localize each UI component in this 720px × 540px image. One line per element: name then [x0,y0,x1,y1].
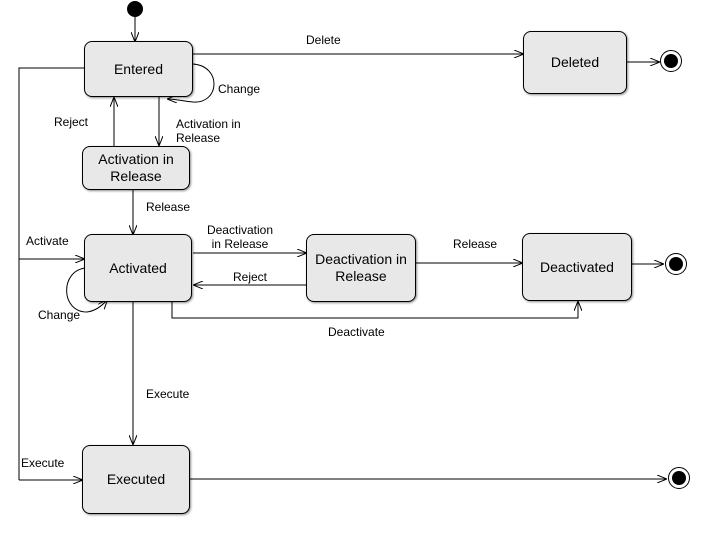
final-node-deactivated [665,253,687,275]
change-loop-activated [66,267,107,313]
label-change-entered: Change [218,82,261,96]
state-label: Executed [106,471,166,487]
change-loop-entered [168,63,215,102]
state-activated[interactable]: Activated [84,234,192,302]
label-deactivate: Deactivate [328,325,385,339]
label-release-to-deactivated: Release [453,237,498,251]
state-executed[interactable]: Executed [82,445,190,514]
label-release-to-activated: Release [146,200,191,214]
label-activate: Activate [26,234,69,248]
label-reject-to-activated: Reject [233,270,268,284]
state-activation-in-release[interactable]: Activation in Release [82,146,190,190]
left-bus-line [18,67,84,480]
initial-node [127,1,143,17]
state-label: Deleted [550,54,600,70]
label-execute-from-entered: Execute [21,456,65,470]
label-deactivation-in-release: Deactivation in Release [206,223,274,251]
label-execute-from-activated: Execute [146,387,190,401]
state-label: Deactivated [540,258,614,275]
state-label: Activation in Release [98,151,174,184]
state-deactivated[interactable]: Deactivated [522,233,632,301]
label-change-activated: Change [38,308,81,322]
state-label: Entered [113,60,164,77]
state-deleted[interactable]: Deleted [523,31,627,94]
label-delete: Delete [306,33,341,47]
state-entered[interactable]: Entered [84,41,193,97]
label-reject-to-entered: Reject [54,115,89,129]
label-activation-in-release: Activation in Release [176,117,241,145]
final-node-executed [668,467,690,489]
state-label: Deactivation in Release [315,251,407,284]
state-label: Activated [109,259,167,276]
state-deactivation-in-release[interactable]: Deactivation in Release [306,234,416,302]
final-node-deleted [660,50,682,72]
deactivate-arrow [171,301,578,319]
